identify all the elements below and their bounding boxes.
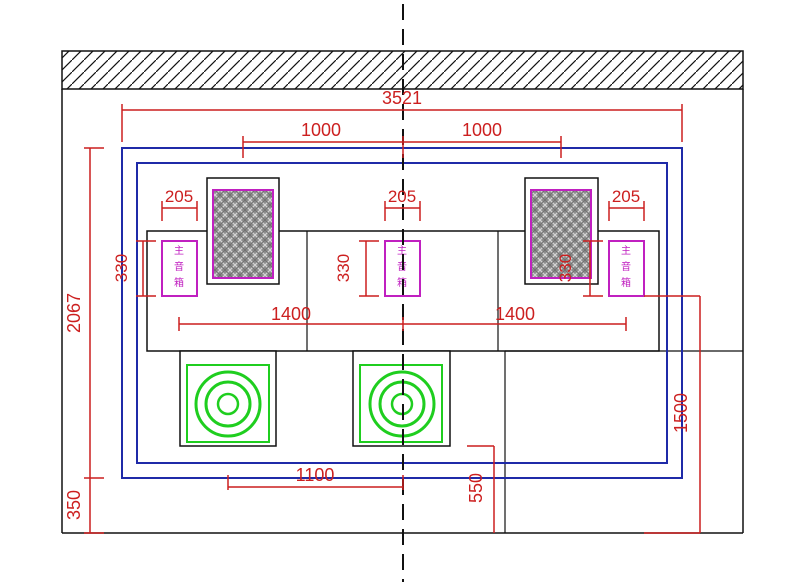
dimension-lines bbox=[84, 104, 701, 534]
dim-label-right-spacing: 1000 bbox=[462, 120, 502, 140]
dim-label-center-speaker-height: 330 bbox=[334, 254, 353, 282]
dim-label-right-speaker-height: 330 bbox=[556, 254, 575, 282]
dim-label-right-speaker-width: 205 bbox=[612, 187, 640, 206]
dim-label-left-speaker-width: 205 bbox=[165, 187, 193, 206]
left-speaker-label-3: 箱 bbox=[174, 276, 184, 289]
left-subwoofer-outer-ring bbox=[194, 370, 262, 438]
dim-label-total-width: 3521 bbox=[382, 88, 422, 108]
left-subwoofer-mid-ring bbox=[204, 380, 252, 428]
right-speaker-label-3: 箱 bbox=[621, 276, 631, 289]
dimension-labels: 3521 1000 1000 205 205 205 330 330 330 1… bbox=[64, 88, 691, 520]
right-subwoofer-frame bbox=[359, 364, 443, 443]
dim-label-total-height: 2067 bbox=[64, 293, 84, 333]
dim-label-left-spacing: 1000 bbox=[301, 120, 341, 140]
blue-outline-outer bbox=[121, 147, 683, 479]
subwoofers bbox=[179, 350, 451, 447]
right-speaker-label-1: 主 bbox=[621, 245, 631, 257]
right-screen-panel bbox=[530, 189, 592, 279]
dim-label-subwoofer-spacing: 1100 bbox=[296, 465, 335, 485]
right-main-speaker bbox=[608, 240, 645, 297]
dim-label-bottom-offset: 350 bbox=[64, 490, 84, 520]
left-screen-panel bbox=[212, 189, 274, 279]
dim-label-bottom-center: 550 bbox=[466, 473, 486, 503]
right-speaker-label-2: 音 bbox=[621, 260, 631, 273]
dim-label-right-height: 1500 bbox=[671, 393, 691, 433]
left-main-speaker bbox=[161, 240, 198, 297]
dim-label-center-speaker-width: 205 bbox=[388, 187, 416, 206]
left-speaker-label-2: 音 bbox=[174, 260, 184, 273]
left-subwoofer-core bbox=[216, 392, 240, 416]
dim-label-right-span: 1400 bbox=[495, 304, 535, 324]
left-speaker-label-1: 主 bbox=[174, 245, 184, 257]
center-speaker-label-1: 主 bbox=[397, 245, 407, 257]
dim-label-left-span: 1400 bbox=[271, 304, 311, 324]
left-subwoofer-frame bbox=[186, 364, 270, 443]
dim-label-left-speaker-height: 330 bbox=[112, 254, 131, 282]
